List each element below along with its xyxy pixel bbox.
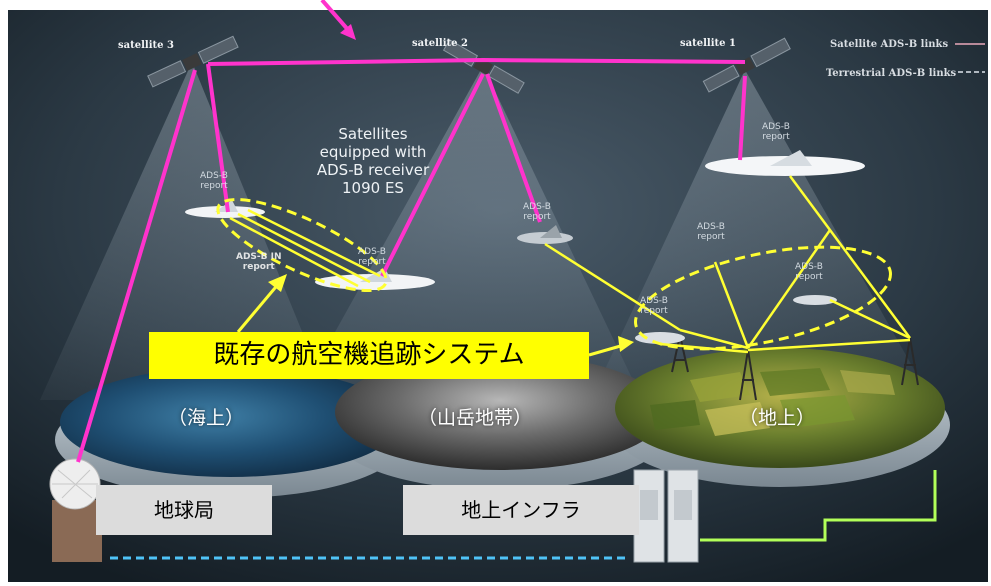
satellite-1-beam (600, 70, 920, 380)
adsb-report-label-2: ADS-B report (358, 247, 386, 267)
existing-system-highlight-sea (216, 198, 388, 292)
sat1-aircraft-link (738, 75, 747, 161)
ground-infra-label: 地上インフラ (403, 485, 639, 535)
tower-icon-2 (739, 349, 757, 401)
sea-disk (60, 367, 400, 477)
satellite-1-label: satellite 1 (680, 38, 736, 49)
satellite-1-icon (702, 37, 791, 93)
land-field-patches (650, 368, 895, 436)
adsb-report-label-7: ADS-B report (640, 296, 668, 316)
adsb-report-label-6: ADS-B report (795, 262, 823, 282)
terrain-label-mountain: （山岳地帯） (418, 407, 533, 429)
server-rack-icon (633, 469, 699, 563)
inter-satellite-link (207, 58, 746, 66)
adsb-in-report-label: ADS-B IN report (236, 252, 282, 272)
aircraft-icon-4 (705, 150, 865, 176)
existing-tracking-system-callout: 既存の航空機追跡システム (149, 332, 589, 379)
top-pointer-arrow (320, 0, 356, 40)
callout-arrow-right (588, 336, 634, 357)
sat2-aircraft-link-b (485, 73, 542, 223)
adsb-report-label-3: ADS-B report (523, 202, 551, 222)
ground-station-dome-icon (49, 458, 102, 562)
satellite-2-label: satellite 2 (412, 38, 468, 49)
satellite-2-beam (300, 66, 640, 395)
ground-station-label: 地球局 (96, 485, 272, 535)
satellite-3-label: satellite 3 (118, 40, 174, 51)
satellite-3-beam (40, 62, 330, 400)
satellite-links (76, 58, 747, 463)
aircraft-icon-5 (793, 295, 837, 305)
adsb-report-label-4: ADS-B report (762, 122, 790, 142)
callout-arrow-left (236, 274, 287, 333)
tower-icon-3 (901, 337, 919, 386)
satellite-3-icon (147, 35, 239, 88)
sat2-aircraft-link-a (380, 73, 485, 277)
sat3-aircraft-link (206, 63, 230, 213)
aircraft-icon-6 (635, 332, 685, 344)
sat3-ground-station-link (76, 69, 197, 463)
terrain-label-sea: （海上） (168, 407, 245, 429)
terrain-label-land: （地上） (739, 407, 816, 429)
satellite-caption: Satellites equipped with ADS-B receiver … (316, 125, 430, 197)
legend-terrestrial-links: Terrestrial ADS-B links (826, 68, 957, 79)
land-network-link (700, 470, 937, 542)
mountain-disk (335, 354, 665, 470)
existing-system-highlight-land (634, 245, 892, 351)
legend-satellite-links: Satellite ADS-B links (830, 39, 948, 50)
aircraft-icon-3 (517, 225, 573, 244)
adsb-report-label-5: ADS-B report (697, 222, 725, 242)
adsb-report-label-1: ADS-B report (200, 171, 228, 191)
